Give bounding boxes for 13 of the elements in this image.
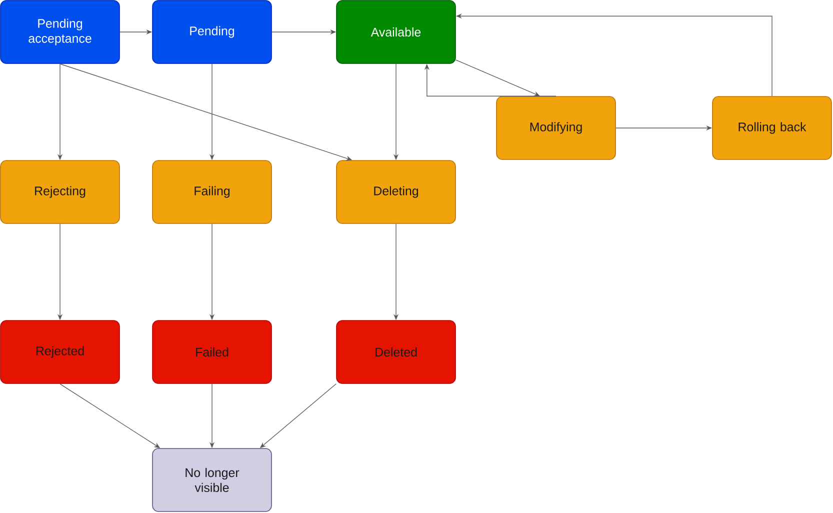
arrow: [456, 60, 540, 96]
state-box: Failing: [152, 160, 272, 224]
state-box: Rejected: [0, 320, 120, 384]
state-box: Rolling back: [712, 96, 832, 160]
state-box: Available: [336, 0, 456, 64]
state-box: Pending: [152, 0, 272, 64]
state-box: Modifying: [496, 96, 616, 160]
state-box: Rejecting: [0, 160, 120, 224]
state-box: Deleted: [336, 320, 456, 384]
state-box: Failed: [152, 320, 272, 384]
state-box: Pending acceptance: [0, 0, 120, 64]
state-box: No longer visible: [152, 448, 272, 512]
state-box: Deleting: [336, 160, 456, 224]
